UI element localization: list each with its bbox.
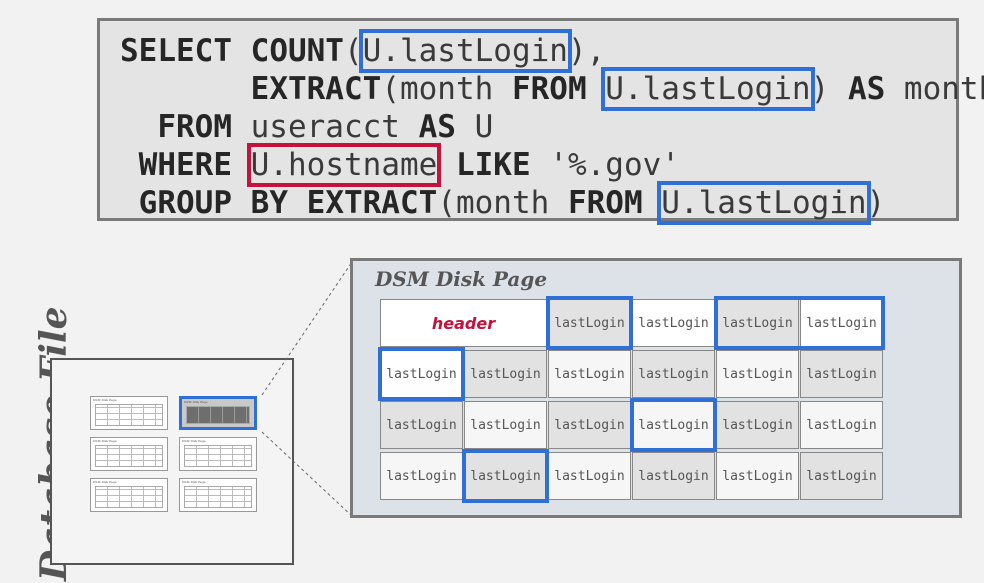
mini-page: DSM Disk Page [179, 437, 257, 471]
sql-column-hostname-highlight: U.hostname [246, 143, 442, 187]
mini-page-title: DSM Disk Page [93, 480, 117, 484]
lastlogin-cell: lastLogin [632, 452, 715, 500]
mini-page-title: DSM Disk Page [93, 398, 117, 402]
sql-line-4: WHERE U.hostname LIKE '%.gov' [120, 143, 680, 187]
sql-token [120, 71, 251, 107]
sql-line-2: EXTRACT(month FROM U.lastLogin) AS month [120, 67, 984, 111]
lastlogin-cell: lastLogin [548, 452, 631, 500]
mini-page: DSM Disk Page [90, 396, 168, 430]
sql-keyword: GROUP BY [138, 185, 288, 221]
lastlogin-cell: lastLogin [548, 299, 631, 347]
lastlogin-cell: lastLogin [632, 299, 715, 347]
lastlogin-cell: lastLogin [800, 350, 883, 398]
mini-page: DSM Disk Page [90, 478, 168, 512]
sql-token [232, 147, 251, 183]
sql-token: ), [567, 33, 606, 69]
sql-token: U [455, 109, 494, 145]
sql-query-box: SELECT COUNT(U.lastLogin), EXTRACT(month… [97, 18, 984, 225]
lastlogin-cell: lastLogin [632, 401, 715, 449]
sql-token [587, 71, 606, 107]
sql-token: '%.gov' [530, 147, 680, 183]
sql-keyword: COUNT [250, 33, 344, 69]
lastlogin-cell: lastLogin [380, 401, 463, 449]
mini-page-title: DSM Disk Page [93, 439, 117, 443]
sql-line-3: FROM useracct AS U [120, 110, 493, 144]
sql-keyword: EXTRACT [250, 71, 382, 107]
sql-token [120, 147, 139, 183]
lastlogin-cell: lastLogin [380, 350, 463, 398]
lastlogin-cell: lastLogin [464, 452, 547, 500]
lastlogin-cell: lastLogin [716, 452, 799, 500]
sql-token: (month [437, 185, 568, 221]
sql-token: useracct [231, 109, 419, 145]
page-header-cell: header [380, 299, 547, 347]
sql-token [288, 185, 307, 221]
sql-token [120, 185, 139, 221]
mini-page-title: DSM Disk Page [182, 480, 206, 484]
mini-page: DSM Disk Page [90, 437, 168, 471]
lastlogin-cell: lastLogin [716, 401, 799, 449]
sql-token: ) [810, 71, 848, 107]
sql-keyword: FROM [567, 185, 643, 221]
mini-page-selected: DSM Disk Page [179, 396, 257, 430]
sql-keyword: LIKE [455, 147, 531, 183]
sql-token [437, 147, 456, 183]
lastlogin-cell: lastLogin [464, 350, 547, 398]
mini-page-grid [95, 404, 163, 426]
sql-line-1: SELECT COUNT(U.lastLogin), [120, 29, 606, 73]
mini-page-title: DSM Disk Page [182, 439, 206, 443]
mini-page-grid [95, 445, 163, 467]
sql-line-5: GROUP BY EXTRACT(month FROM U.lastLogin) [120, 181, 886, 225]
mini-page-grid [184, 445, 252, 467]
sql-keyword: EXTRACT [306, 185, 438, 221]
mini-page: DSM Disk Page [179, 478, 257, 512]
dsm-page-title: DSM Disk Page [375, 267, 548, 291]
mini-page-grid [95, 486, 163, 508]
lastlogin-cell: lastLogin [800, 401, 883, 449]
sql-keyword: SELECT [120, 33, 251, 69]
sql-keyword: FROM [511, 71, 587, 107]
mini-page-title: DSM Disk Page [184, 400, 208, 404]
sql-keyword: AS [418, 109, 456, 145]
sql-token [643, 185, 662, 221]
sql-token: (month [381, 71, 512, 107]
sql-column-lastlogin-highlight: U.lastLogin [657, 181, 871, 225]
lastlogin-cell: lastLogin [548, 350, 631, 398]
sql-column-lastlogin-highlight: U.lastLogin [601, 67, 815, 111]
mini-page-grid [186, 406, 250, 424]
lastlogin-cell: lastLogin [464, 401, 547, 449]
sql-keyword: AS [847, 71, 886, 107]
sql-keyword: WHERE [138, 147, 232, 183]
lastlogin-cell: lastLogin [548, 401, 631, 449]
lastlogin-cell: lastLogin [716, 299, 799, 347]
sql-column-lastlogin-highlight: U.lastLogin [358, 29, 572, 73]
sql-token: ( [343, 33, 363, 69]
lastlogin-cell: lastLogin [380, 452, 463, 500]
sql-token [120, 109, 157, 145]
mini-page-grid [184, 486, 252, 508]
sql-keyword: FROM [157, 109, 232, 145]
lastlogin-cell: lastLogin [800, 452, 883, 500]
lastlogin-cell: lastLogin [800, 299, 883, 347]
lastlogin-cell: lastLogin [716, 350, 799, 398]
lastlogin-cell: lastLogin [632, 350, 715, 398]
sql-token: ) [866, 185, 886, 221]
sql-token: month [903, 71, 984, 107]
